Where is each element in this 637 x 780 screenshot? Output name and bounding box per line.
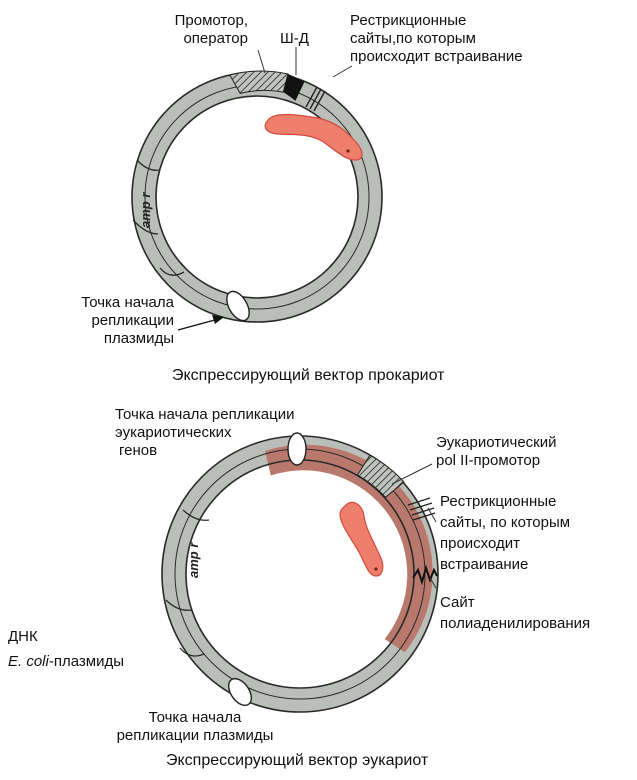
dna-label: ДНК (8, 628, 38, 646)
shine-dalgarno-label: Ш-Д (280, 30, 309, 48)
prokaryote-restriction-label: Рестрикционные сайты,по которым происход… (350, 12, 523, 66)
promoter-operator-block (230, 71, 288, 93)
prokaryote-caption: Экспрессирующий вектор прокариот (172, 367, 445, 385)
promoter-operator-label: Промотор, оператор (130, 12, 248, 48)
pol2-promoter-label: Эукариотический pol II-промотор (436, 434, 556, 470)
eukaryote-gene-dot (374, 567, 377, 570)
eukaryote-restriction-label: Рестрикционные сайты, по которым происхо… (440, 491, 570, 575)
eukaryote-plasmid (162, 433, 438, 712)
polyadenylation-label: Сайт полиаденилирования (440, 592, 590, 634)
prokaryote-plasmid (132, 47, 382, 330)
eukaryote-caption: Экспрессирующий вектор эукариот (166, 752, 428, 770)
eukaryotic-origin-label: Точка начала репликации эукариотических … (115, 406, 294, 460)
ecoli-suffix: -плазмиды (49, 653, 124, 670)
prokaryote-amp-label: amp r (138, 192, 153, 228)
plasmid-origin-label: Точка начала репликации плазмиды (40, 294, 174, 348)
eukaryote-plasmid-origin-label: Точка начала репликации плазмиды (90, 709, 300, 745)
eukaryote-amp-label: amp r (186, 542, 201, 578)
prokaryote-gene-dot (346, 149, 349, 152)
eukaryote-inserted-gene (340, 502, 383, 576)
ecoli-plasmid-label: E. coli-плазмиды (8, 653, 124, 671)
ecoli-name: E. coli (8, 653, 49, 670)
